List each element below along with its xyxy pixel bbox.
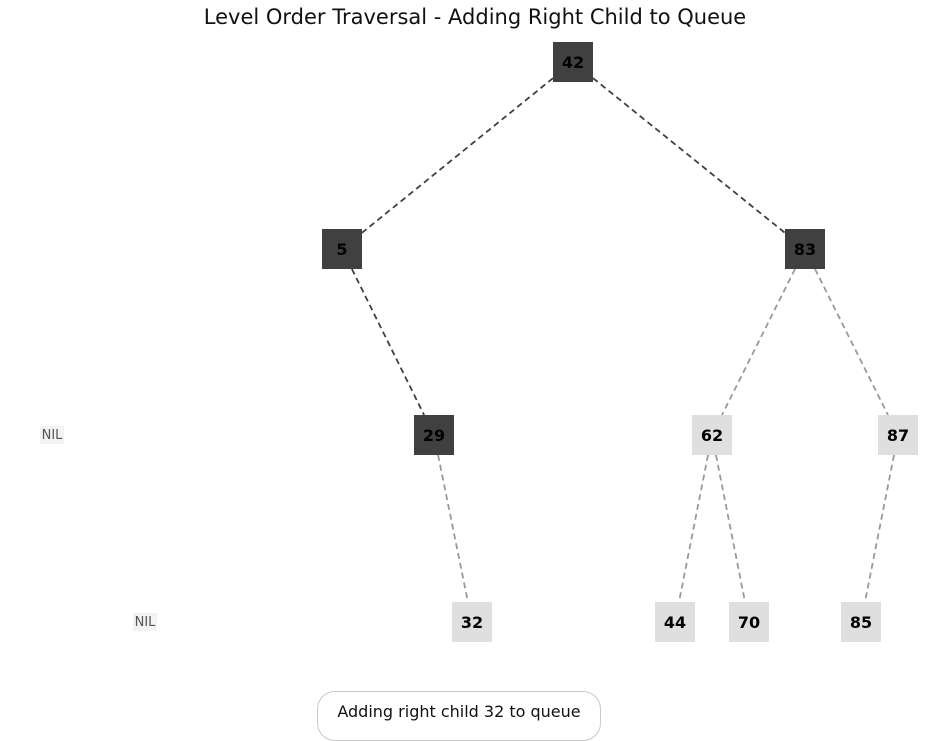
tree-node-5: 5 [322, 229, 362, 269]
tree-node-62: 62 [692, 415, 732, 455]
tree-node-42: 42 [553, 42, 593, 82]
tree-node-32: 32 [452, 602, 492, 642]
diagram-title: Level Order Traversal - Adding Right Chi… [203, 5, 747, 29]
nil-level-3-label: NIL [133, 613, 157, 631]
tree-edge-n42-n5 [361, 77, 554, 234]
nil-level-2-label: NIL [40, 426, 64, 444]
tree-edge-n42-n83 [592, 77, 786, 234]
tree-node-29: 29 [414, 415, 454, 455]
tree-edge-n87-n85 [864, 454, 895, 603]
tree-node-44: 44 [655, 602, 695, 642]
tree-edge-n83-n62 [721, 268, 796, 416]
tree-edge-n5-n29 [351, 268, 425, 416]
status-message: Adding right child 32 to queue [317, 691, 601, 741]
tree-node-87: 87 [878, 415, 918, 455]
tree-edge-n62-n44 [678, 454, 709, 603]
tree-node-85: 85 [841, 602, 881, 642]
edges-layer [351, 77, 895, 603]
tree-node-83: 83 [785, 229, 825, 269]
tree-edge-n29-n32 [437, 454, 469, 603]
tree-edge-n62-n70 [715, 454, 746, 603]
tree-edge-n83-n87 [814, 268, 889, 416]
tree-node-70: 70 [729, 602, 769, 642]
